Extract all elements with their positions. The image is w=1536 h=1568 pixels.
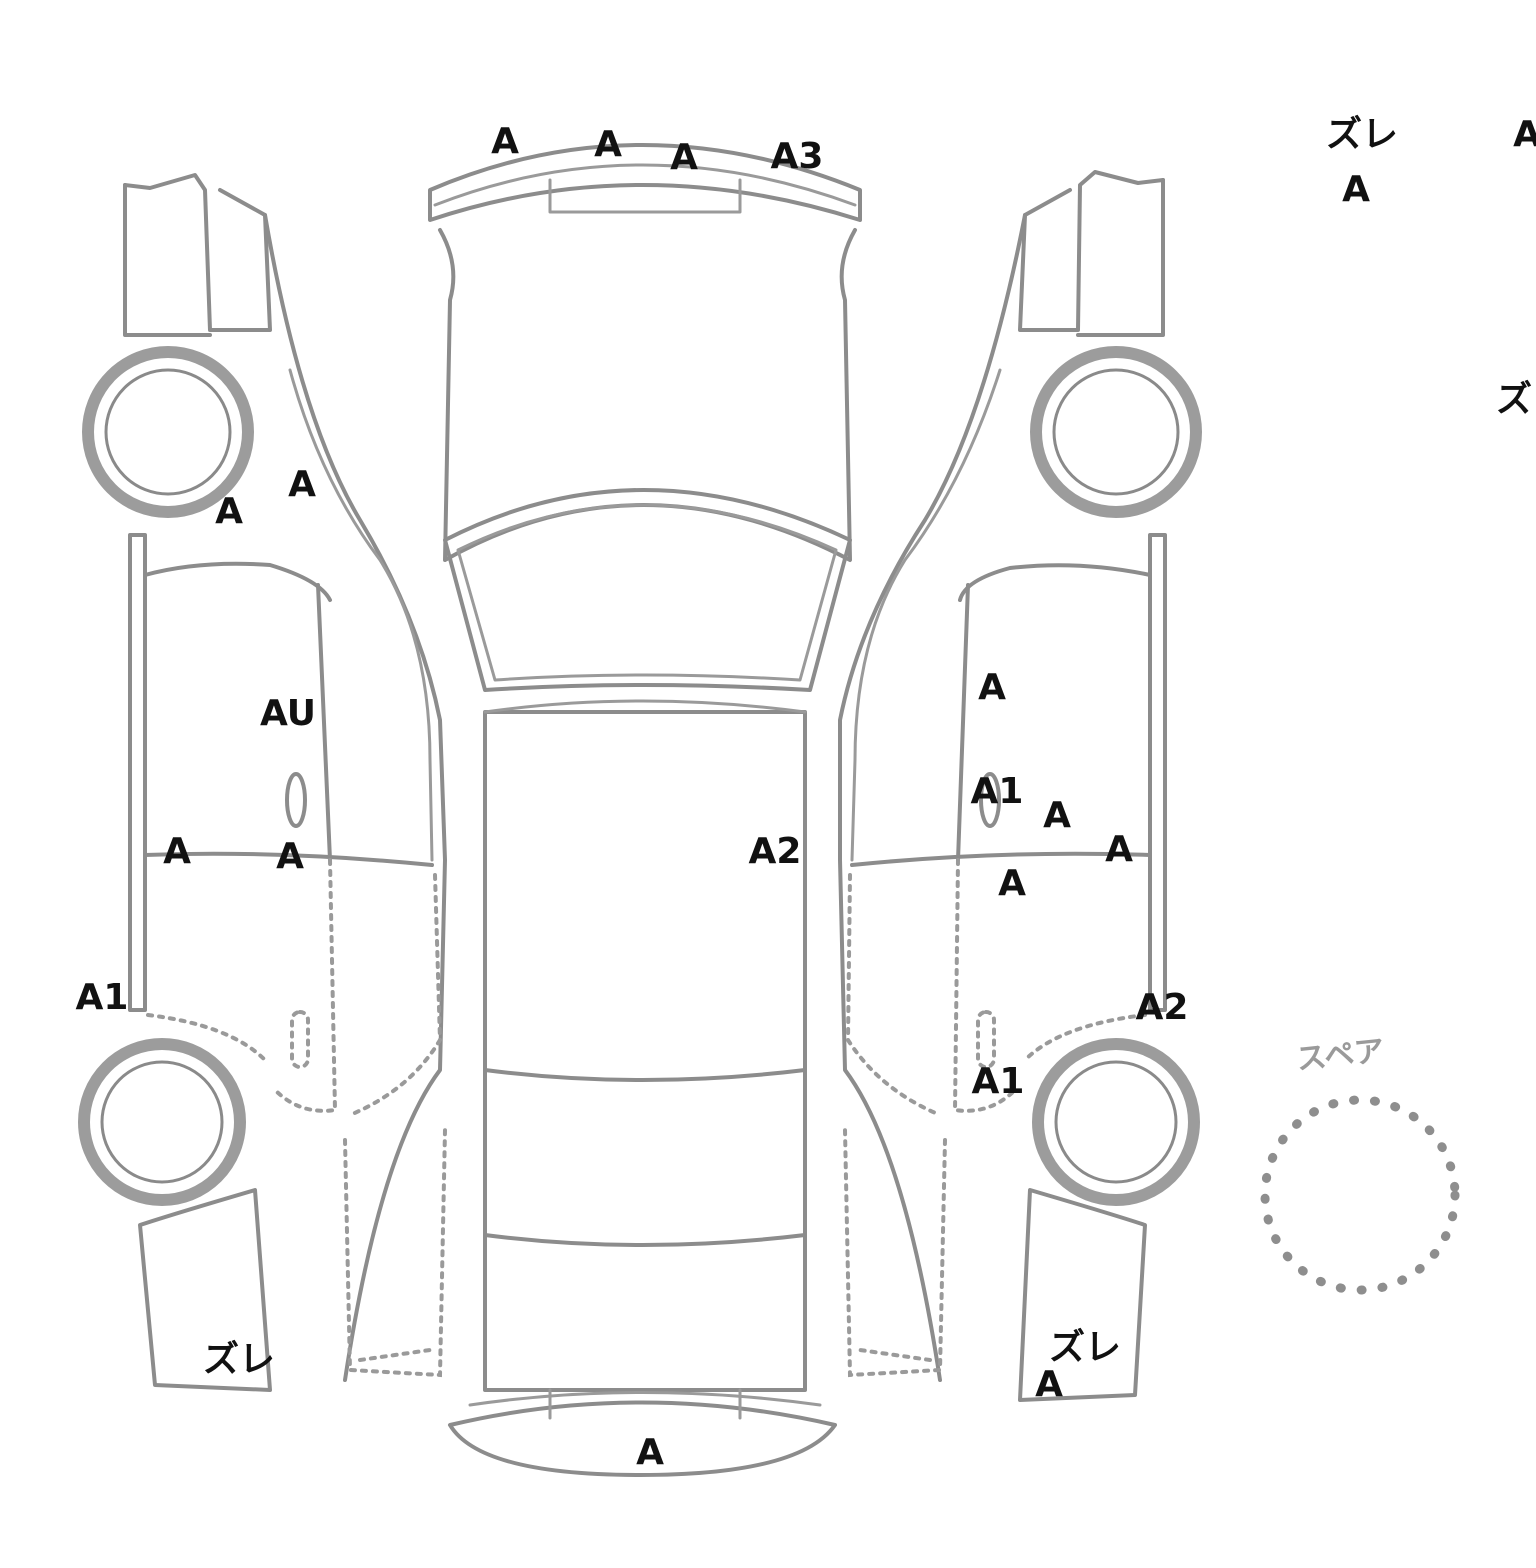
damage-mark: A1 [75,977,129,1018]
car-right-side-view [838,170,1202,1402]
damage-mark: A [288,464,316,505]
car-top-view [428,143,862,1477]
spare-tire-label: スペア [1294,1033,1386,1078]
damage-mark: A [594,124,622,165]
damage-mark: A [163,831,191,872]
damage-mark: A [1105,829,1133,870]
damage-mark: ズ [1495,379,1533,420]
damage-mark: A [1035,1364,1063,1405]
damage-mark: A1 [971,1061,1025,1102]
damage-mark: AU [260,693,316,734]
damage-mark: A [491,121,519,162]
damage-mark: A [215,491,243,532]
spare-tire [1260,1095,1460,1295]
damage-mark: A [1342,169,1370,210]
damage-mark: A [276,836,304,877]
damage-mark: A2 [748,831,802,872]
damage-mark: ズレ [1325,114,1399,155]
damage-mark: ズレ [202,1339,276,1380]
damage-mark: A [1513,114,1536,155]
damage-mark: A [998,863,1026,904]
damage-mark: A [670,137,698,178]
car-left-side-view [78,173,447,1392]
damage-mark: A1 [970,771,1024,812]
damage-mark: ズレ [1048,1327,1122,1368]
damage-mark: A [636,1432,664,1473]
damage-mark: A [1043,795,1071,836]
damage-mark: A3 [770,136,824,177]
damage-mark: A2 [1135,987,1189,1028]
damage-mark: A [978,667,1006,708]
